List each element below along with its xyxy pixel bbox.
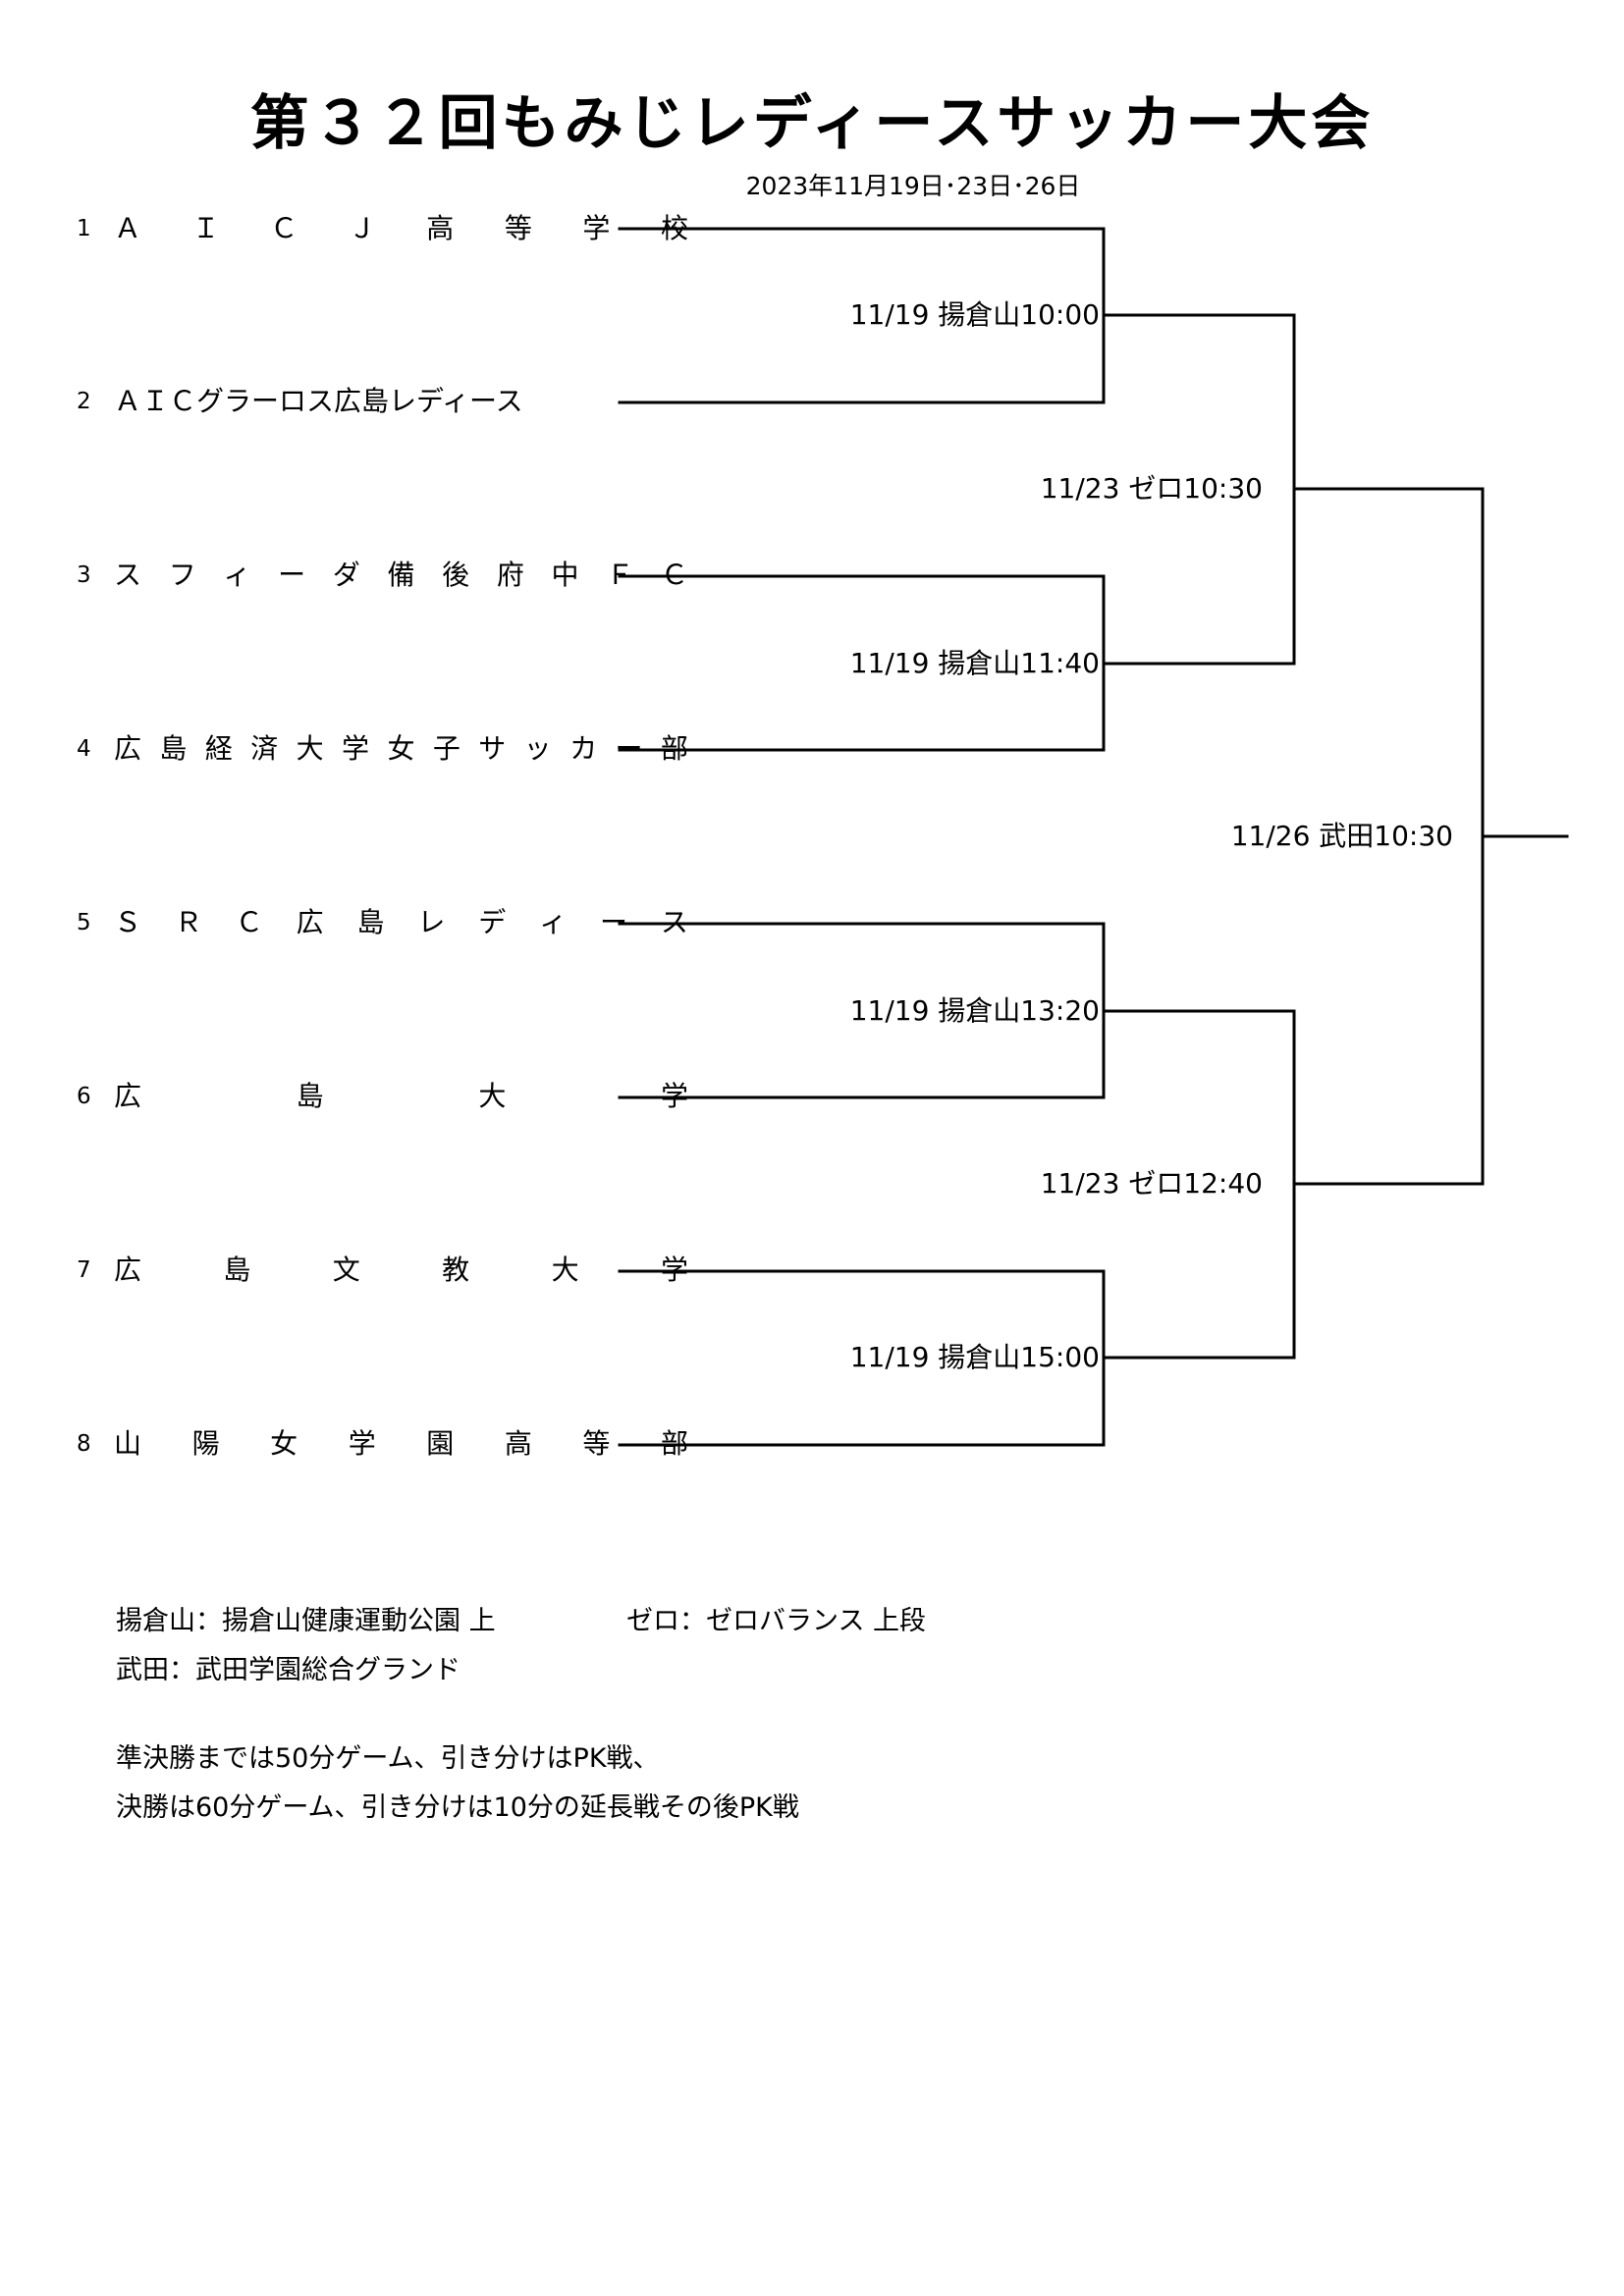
team-name-char: フ <box>168 559 196 591</box>
team-name-char: 広 <box>114 1254 142 1286</box>
team-name-char: カ <box>569 732 598 765</box>
team-name-char: 陽 <box>191 1427 220 1460</box>
team-name: 広島経済大学女子サッカー部 <box>114 729 688 769</box>
seed-number: 6 <box>77 1084 91 1109</box>
match-label-r1-1: 11/19 揚倉山10:00 <box>849 298 1100 331</box>
team-name-char: Ａ <box>114 212 142 244</box>
team-name-char: Ｊ <box>348 212 376 244</box>
team-name-char: 等 <box>582 1427 611 1460</box>
seed-number: 8 <box>77 1431 91 1457</box>
match-label-sf-1: 11/23 ゼロ10:30 <box>1040 472 1263 505</box>
team-name-char: 経 <box>204 732 233 765</box>
rule-note-1: 準決勝までは50分ゲーム、引き分けはPK戦、 <box>116 1743 660 1774</box>
team-name-char: 備 <box>387 559 415 591</box>
team-name-char: 大 <box>296 732 324 765</box>
team-name-char: 府 <box>496 559 524 591</box>
team-name-char: Ｓ <box>114 906 142 938</box>
team-name-char: 広 <box>296 906 324 938</box>
team-name-char: 広 <box>114 732 142 765</box>
match-label-sf-2: 11/23 ゼロ12:40 <box>1040 1167 1263 1200</box>
team-name: ＡＩＣグラーロス広島レディース <box>114 382 688 421</box>
team-name-char: 島 <box>159 732 188 765</box>
team-name-char: 学 <box>342 732 370 765</box>
team-name-char: ダ <box>332 559 360 591</box>
team-name-char: 島 <box>296 1080 324 1112</box>
venue-notes: 揚倉山：揚倉山健康運動公園 上 ゼロ：ゼロバランス 上段 <box>116 1602 926 1641</box>
team-name-char: 文 <box>332 1254 360 1286</box>
team-name-char: ッ <box>523 732 552 765</box>
team-name-char: Ｒ <box>174 906 202 938</box>
seed-number: 1 <box>77 216 91 241</box>
seed-number: 4 <box>77 736 91 762</box>
team-name-char: ＡＩＣグラーロス広島レディース <box>114 385 523 417</box>
venue-note-3: 武田：武田学園総合グランド <box>116 1655 460 1685</box>
team-name-char: ス <box>114 559 142 591</box>
match-label-r1-3: 11/19 揚倉山13:20 <box>849 994 1100 1027</box>
tournament-bracket <box>618 227 1569 1447</box>
page-title: 第３２回もみじレディースサッカー大会 <box>249 89 1375 158</box>
team-name: 山陽女学園高等部 <box>114 1424 688 1464</box>
team-name-char: 大 <box>478 1080 507 1112</box>
venue-note-2: ゼロ：ゼロバランス 上段 <box>626 1606 927 1636</box>
team-name-char: 広 <box>114 1080 142 1112</box>
rule-note-2: 決勝は60分ゲーム、引き分けは10分の延長戦その後PK戦 <box>116 1792 799 1823</box>
venue-note-1: 揚倉山：揚倉山健康運動公園 上 <box>116 1606 496 1636</box>
team-name-char: 女 <box>270 1427 298 1460</box>
team-name-char: デ <box>478 906 507 938</box>
seed-number: 7 <box>77 1257 91 1283</box>
team-name-char: ー <box>278 559 306 591</box>
match-label-r1-2: 11/19 揚倉山11:40 <box>849 647 1100 679</box>
match-label-final: 11/26 武田10:30 <box>1230 820 1453 852</box>
team-name-char: 高 <box>426 212 455 244</box>
seed-number: 5 <box>77 910 91 935</box>
team-name-char: 島 <box>356 906 385 938</box>
team-name-char: サ <box>478 732 507 765</box>
team-name-char: Ｃ <box>270 212 298 244</box>
team-name-char: 後 <box>442 559 470 591</box>
seed-number: 3 <box>77 562 91 588</box>
tournament-dates: 2023年11月19日･23日･26日 <box>745 172 1081 200</box>
team-name-char: 済 <box>250 732 279 765</box>
seed-number: 2 <box>77 389 91 414</box>
team-name-char: Ｃ <box>235 906 263 938</box>
team-name-char: 等 <box>504 212 532 244</box>
team-name-char: 中 <box>551 559 579 591</box>
team-name-char: Ｉ <box>191 212 220 244</box>
team-name-char: ィ <box>223 559 251 591</box>
team-name-char: 島 <box>223 1254 251 1286</box>
team-name-char: 高 <box>504 1427 532 1460</box>
team-name-char: 学 <box>348 1427 376 1460</box>
team-name-char: 教 <box>442 1254 470 1286</box>
team-name-char: 子 <box>432 732 460 765</box>
team-name-char: 山 <box>114 1427 142 1460</box>
team-name-char: ィ <box>539 906 568 938</box>
team-name-char: 大 <box>551 1254 579 1286</box>
team-name-char: 女 <box>387 732 415 765</box>
match-label-r1-4: 11/19 揚倉山15:00 <box>849 1341 1100 1373</box>
team-name-char: レ <box>417 906 446 938</box>
team-name-char: 園 <box>426 1427 455 1460</box>
team-name-char: 学 <box>582 212 611 244</box>
